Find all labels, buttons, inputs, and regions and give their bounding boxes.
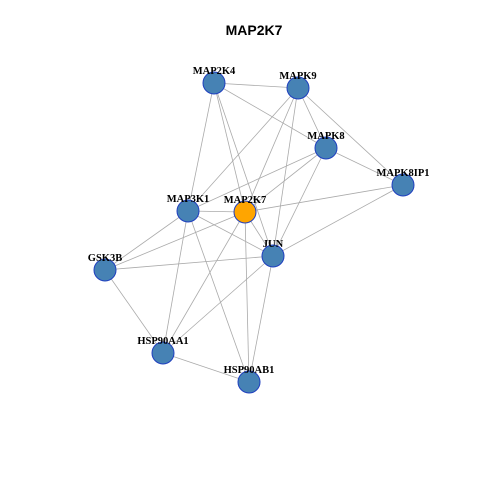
edge-gsk3b-hsp90aa1 [104, 269, 164, 354]
node-gsk3b[interactable] [93, 258, 117, 282]
edge-hsp90aa1-hsp90ab1 [162, 352, 250, 383]
edge-map2k4-mapk8 [213, 82, 327, 149]
node-map3k1[interactable] [176, 199, 200, 223]
node-label-mapk8: MAPK8 [307, 131, 344, 142]
node-mapk9[interactable] [286, 76, 310, 100]
node-label-mapk8ip1: MAPK8IP1 [376, 168, 429, 179]
edge-mapk8-map2k7 [244, 147, 327, 213]
node-map2k7[interactable] [233, 200, 257, 224]
edge-mapk9-mapk8ip1 [297, 87, 404, 186]
edge-map3k1-hsp90ab1 [187, 210, 250, 383]
edge-map3k1-jun [187, 210, 274, 257]
edge-map2k4-map3k1 [187, 82, 215, 212]
edge-map2k4-mapk9 [213, 82, 299, 89]
edge-map2k7-hsp90aa1 [162, 211, 246, 354]
edge-map3k1-hsp90aa1 [162, 210, 189, 354]
edge-jun-gsk3b [104, 255, 274, 271]
node-label-gsk3b: GSK3B [88, 253, 122, 264]
edge-mapk9-map2k7 [244, 87, 299, 213]
node-label-map2k7: MAP2K7 [224, 195, 267, 206]
node-label-map3k1: MAP3K1 [167, 194, 210, 205]
edge-mapk8ip1-map2k7 [244, 184, 404, 213]
edge-mapk8ip1-jun [272, 184, 404, 257]
edge-map2k4-map2k7 [213, 82, 246, 213]
node-layer [93, 71, 415, 394]
edge-mapk9-map3k1 [187, 87, 299, 212]
graph-title: MAP2K7 [226, 22, 283, 38]
edge-mapk9-jun [272, 87, 299, 257]
node-jun[interactable] [261, 244, 285, 268]
edge-map3k1-gsk3b [104, 210, 189, 271]
node-map2k4[interactable] [202, 71, 226, 95]
node-mapk8ip1[interactable] [391, 173, 415, 197]
node-mapk8[interactable] [314, 136, 338, 160]
edge-mapk8-map3k1 [187, 147, 327, 212]
edge-jun-hsp90ab1 [248, 255, 274, 383]
edge-map2k7-hsp90ab1 [244, 211, 250, 383]
node-label-jun: JUN [263, 239, 284, 250]
edge-mapk8-mapk8ip1 [325, 147, 404, 186]
node-hsp90aa1[interactable] [151, 341, 175, 365]
node-label-mapk9: MAPK9 [279, 71, 316, 82]
edge-jun-hsp90aa1 [162, 255, 274, 354]
node-label-map2k4: MAP2K4 [193, 66, 236, 77]
node-hsp90ab1[interactable] [237, 370, 261, 394]
edge-mapk8-jun [272, 147, 327, 257]
edge-map2k4-jun [213, 82, 274, 257]
node-label-hsp90ab1: HSP90AB1 [224, 365, 275, 376]
node-label-hsp90aa1: HSP90AA1 [137, 336, 188, 347]
edge-map2k7-gsk3b [104, 211, 246, 271]
